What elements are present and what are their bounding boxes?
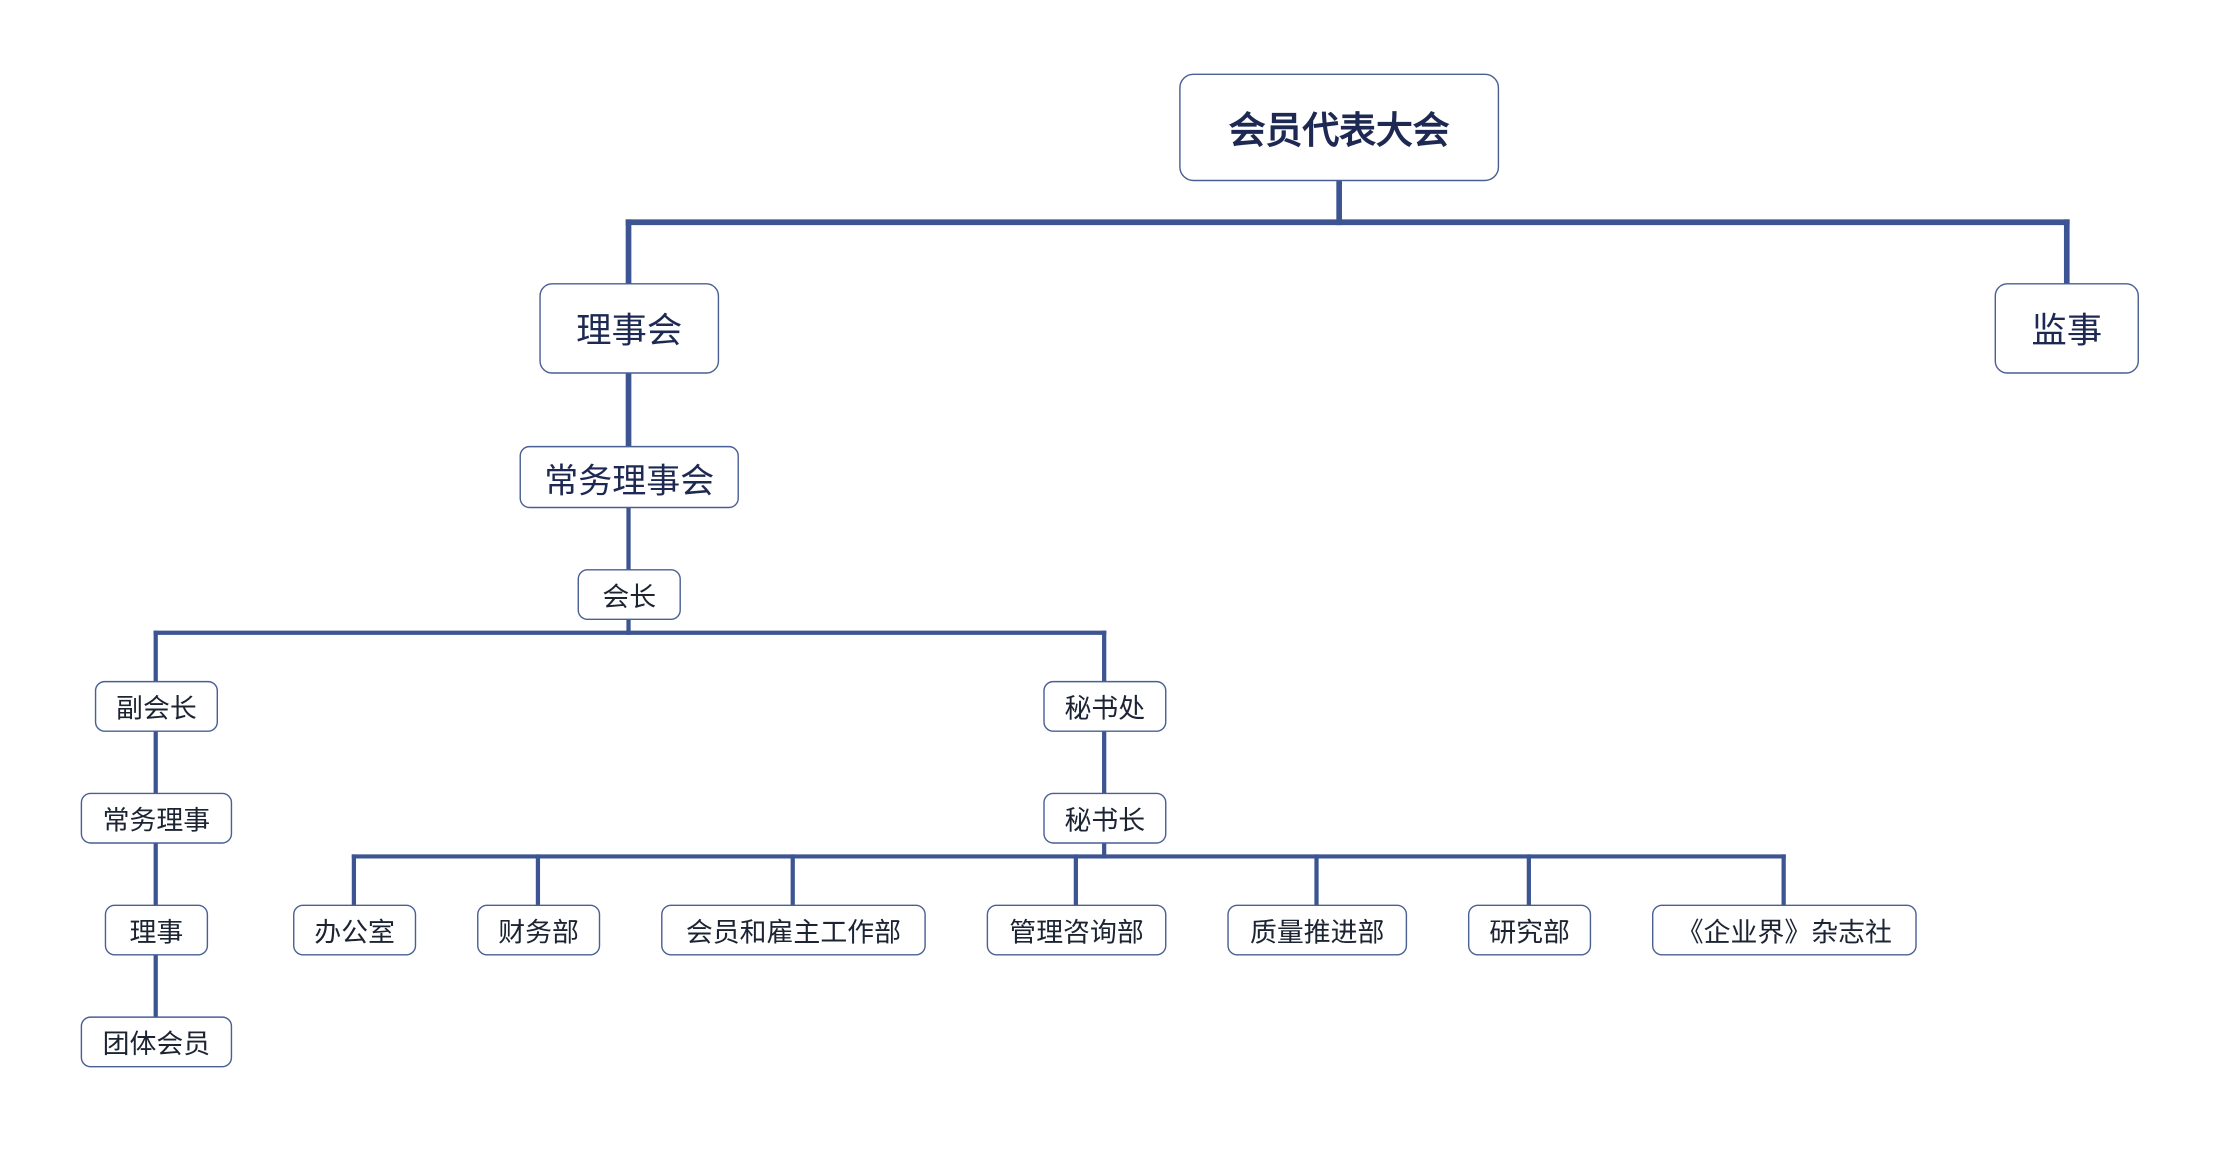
- node-secretary-general: 秘书长: [1043, 792, 1167, 844]
- node-dept-office: 办公室: [293, 904, 417, 956]
- node-council: 理事会: [539, 283, 720, 374]
- node-vice-president: 副会长: [94, 680, 219, 732]
- node-dept-finance: 财务部: [477, 904, 601, 956]
- node-member-congress: 会员代表大会: [1179, 73, 1500, 182]
- node-dept-consulting: 管理咨询部: [986, 904, 1167, 956]
- node-dept-magazine: 《企业界》杂志社: [1652, 904, 1917, 956]
- node-secretariat: 秘书处: [1043, 680, 1167, 732]
- node-standing-council: 常务理事会: [519, 445, 739, 509]
- node-dept-quality: 质量推进部: [1227, 904, 1408, 956]
- node-supervisor: 监事: [1994, 283, 2139, 374]
- node-group-member: 团体会员: [80, 1016, 233, 1068]
- node-president: 会长: [577, 569, 681, 621]
- node-dept-research: 研究部: [1467, 904, 1592, 956]
- node-standing-director: 常务理事: [80, 792, 233, 844]
- node-dept-member-employer: 会员和雇主工作部: [661, 904, 926, 956]
- node-director: 理事: [104, 904, 209, 956]
